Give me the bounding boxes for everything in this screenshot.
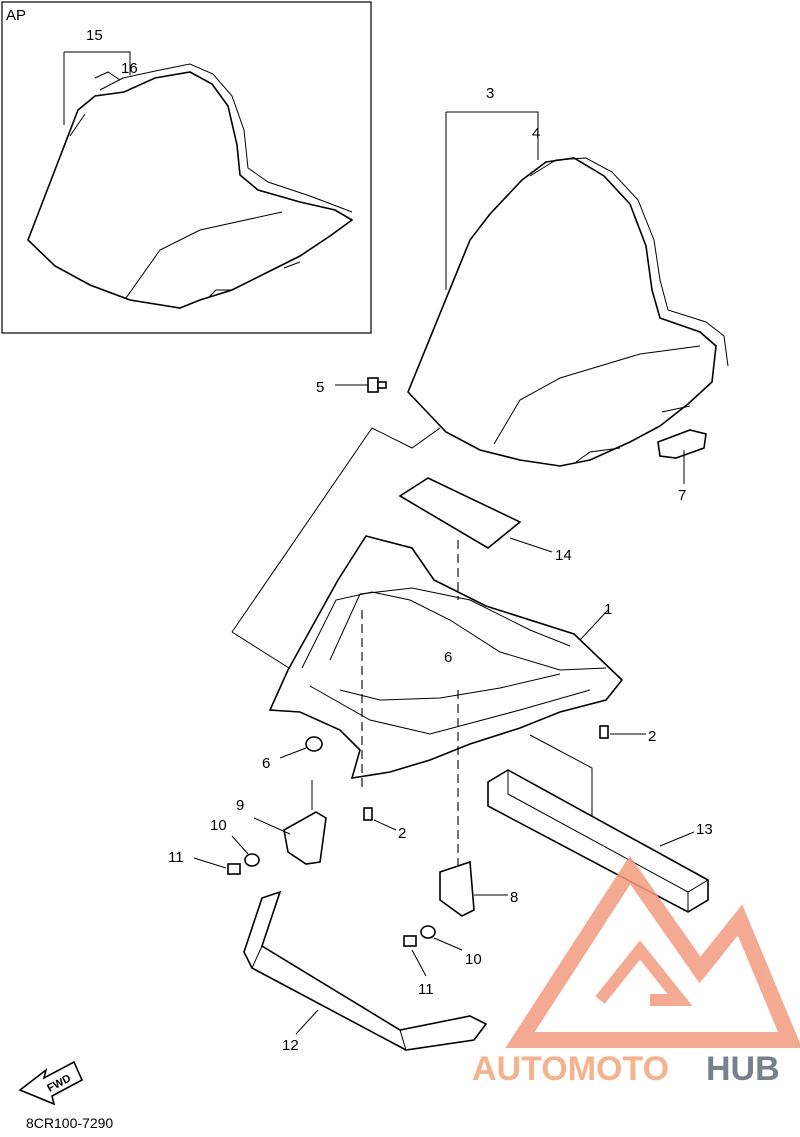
label-13: 13: [696, 821, 713, 838]
label-2-right: 2: [648, 728, 656, 745]
inset-ap-box: AP 15 16: [1, 1, 372, 334]
part-1-cowling: 1 6: [268, 535, 624, 870]
label-14: 14: [555, 547, 572, 564]
label-3: 3: [486, 85, 494, 102]
part-11-nut-right: 11: [403, 935, 434, 998]
watermark-brand-1: AUTOMOTO: [472, 1050, 669, 1088]
inset-windshield: [27, 71, 354, 309]
watermark-triangle-icon: [505, 855, 800, 1048]
label-8: 8: [510, 889, 518, 906]
label-6: 6: [262, 755, 270, 772]
part-10-washer-right: 10: [420, 925, 482, 968]
part-6-grommet: 6: [262, 736, 323, 772]
label-12: 12: [282, 1037, 299, 1054]
automotohub-watermark: AUTOMOTO HUB: [472, 855, 800, 1088]
part-9-bracket: 9: [236, 780, 327, 865]
label-7: 7: [678, 487, 686, 504]
watermark-inner-icon: [595, 940, 693, 1006]
label-5: 5: [316, 379, 324, 396]
label-4: 4: [532, 125, 540, 142]
windshield-assembly: 3 4: [407, 85, 729, 467]
part-7-clip: 7: [657, 429, 707, 504]
label-1: 1: [604, 601, 612, 618]
diagram-code: 8CR100-7290: [26, 1115, 113, 1131]
fwd-arrow-icon: FWD: [18, 1060, 84, 1106]
watermark-brand-2: HUB: [706, 1050, 780, 1088]
part-14-pad: 14: [398, 477, 572, 564]
label-16: 16: [121, 60, 138, 77]
label-15: 15: [86, 27, 103, 44]
label-6-inner: 6: [444, 649, 452, 666]
guide-line-left: [231, 427, 441, 633]
part-2-screw-right: 2: [599, 725, 656, 745]
inset-title: AP: [6, 7, 26, 24]
part-11-nut-left: 11: [168, 849, 241, 875]
main-windshield: [407, 157, 717, 467]
label-2-center: 2: [398, 825, 406, 842]
part-10-washer-left: 10: [210, 817, 260, 867]
part-8-bracket: 8: [439, 860, 518, 917]
label-9: 9: [236, 797, 244, 814]
part-5-bolt: 5: [316, 377, 387, 396]
part-13-bar: 13: [487, 769, 713, 913]
label-10-right: 10: [465, 951, 482, 968]
part-2-screw-center: 2: [363, 807, 406, 842]
label-11-right: 11: [418, 981, 434, 998]
part-12-bumper: 12: [243, 890, 488, 1054]
label-10-left: 10: [210, 817, 227, 834]
label-11-left: 11: [168, 849, 184, 866]
